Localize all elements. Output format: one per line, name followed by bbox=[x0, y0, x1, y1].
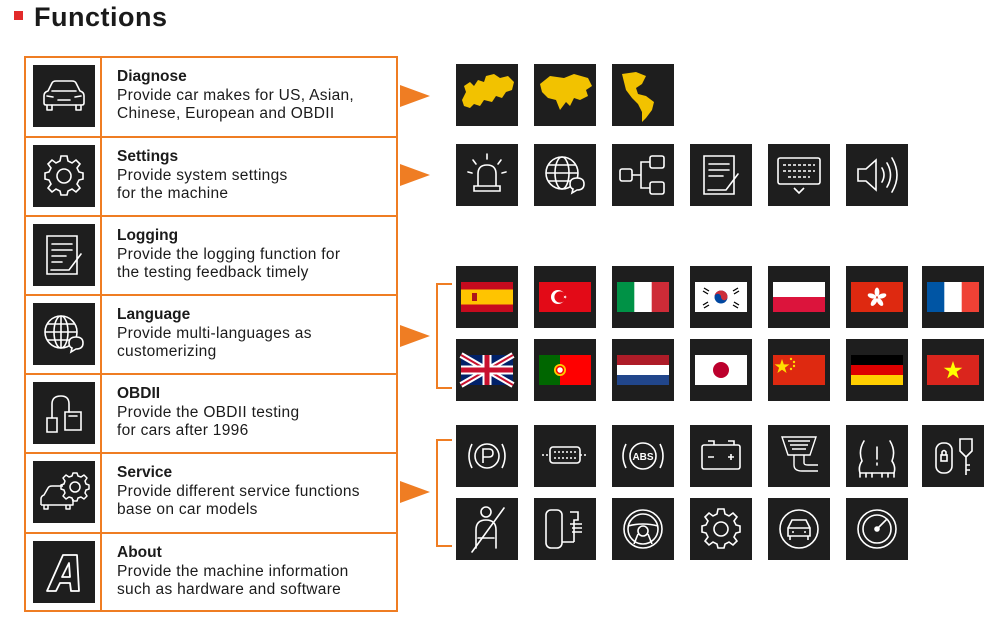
row-description: Provide car makes for US, Asian, Chinese… bbox=[117, 86, 355, 123]
globe-chat-icon bbox=[33, 303, 95, 365]
car-gear-icon bbox=[33, 461, 95, 523]
keyboard-icon bbox=[768, 144, 830, 206]
gear-icon bbox=[33, 145, 95, 207]
row-description: Provide the machine information such as … bbox=[117, 562, 349, 599]
page-title: Functions bbox=[34, 2, 168, 32]
service-bracket bbox=[436, 439, 452, 547]
netherlands-flag bbox=[612, 339, 674, 401]
japan-flag bbox=[690, 339, 752, 401]
hong-kong-flag bbox=[846, 266, 908, 328]
poland-flag bbox=[768, 266, 830, 328]
europe-map-icon bbox=[456, 64, 518, 126]
row-language: Language Provide multi-languages as cust… bbox=[26, 296, 396, 375]
china-flag bbox=[768, 339, 830, 401]
asia-map-icon bbox=[534, 64, 596, 126]
germany-flag bbox=[846, 339, 908, 401]
language-bracket bbox=[436, 283, 452, 389]
title-marker bbox=[14, 11, 23, 20]
car-icon bbox=[33, 65, 95, 127]
row-title: Language bbox=[117, 306, 191, 323]
row-description: Provide the OBDII testing for cars after… bbox=[117, 403, 300, 440]
portugal-flag bbox=[534, 339, 596, 401]
settings-arrow bbox=[400, 164, 430, 186]
speaker-icon bbox=[846, 144, 908, 206]
battery-icon bbox=[690, 425, 752, 487]
row-title: Logging bbox=[117, 227, 179, 244]
language-arrow bbox=[400, 325, 430, 347]
key-fob-icon bbox=[922, 425, 984, 487]
south-korea-flag bbox=[690, 266, 752, 328]
functions-table: Diagnose Provide car makes for US, Asian… bbox=[24, 56, 398, 612]
about-logo-icon bbox=[33, 541, 95, 603]
row-obdii: OBDII Provide the OBDII testing for cars… bbox=[26, 375, 396, 454]
row-description: Provide system settings for the machine bbox=[117, 166, 288, 203]
speedometer-icon bbox=[846, 498, 908, 560]
gear-icon bbox=[690, 498, 752, 560]
seatbelt-icon bbox=[456, 498, 518, 560]
italy-flag bbox=[612, 266, 674, 328]
row-diagnose: Diagnose Provide car makes for US, Asian… bbox=[26, 58, 396, 138]
row-description: Provide multi-languages as customerizing bbox=[117, 324, 312, 361]
vietnam-flag bbox=[922, 339, 984, 401]
document-pen-icon bbox=[690, 144, 752, 206]
spain-flag bbox=[456, 266, 518, 328]
air-filter-icon bbox=[768, 425, 830, 487]
car-front-icon bbox=[768, 498, 830, 560]
row-description: Provide the logging function for the tes… bbox=[117, 245, 341, 282]
tpms-icon bbox=[846, 425, 908, 487]
row-settings: Settings Provide system settings for the… bbox=[26, 138, 396, 217]
row-logging: Logging Provide the logging function for… bbox=[26, 217, 396, 296]
americas-map-icon bbox=[612, 64, 674, 126]
uk-flag bbox=[456, 339, 518, 401]
injector-icon bbox=[534, 425, 596, 487]
row-title: Service bbox=[117, 464, 173, 481]
turkey-flag bbox=[534, 266, 596, 328]
beacon-light-icon bbox=[456, 144, 518, 206]
svg-text:ABS: ABS bbox=[632, 452, 653, 463]
row-title: About bbox=[117, 544, 162, 561]
steering-wheel-icon bbox=[612, 498, 674, 560]
row-service: Service Provide different service functi… bbox=[26, 454, 396, 534]
row-title: Diagnose bbox=[117, 68, 187, 85]
obd-connector-icon bbox=[33, 382, 95, 444]
network-icon bbox=[612, 144, 674, 206]
row-title: OBDII bbox=[117, 385, 161, 402]
diagnose-arrow bbox=[400, 85, 430, 107]
row-description: Provide different service functions base… bbox=[117, 482, 360, 519]
globe-chat-icon bbox=[534, 144, 596, 206]
parking-brake-icon bbox=[456, 425, 518, 487]
france-flag bbox=[922, 266, 984, 328]
seat-adjust-icon bbox=[534, 498, 596, 560]
row-about: About Provide the machine information su… bbox=[26, 534, 396, 610]
row-title: Settings bbox=[117, 148, 179, 165]
document-pen-icon bbox=[33, 224, 95, 286]
service-arrow bbox=[400, 481, 430, 503]
abs-icon: ABS bbox=[612, 425, 674, 487]
